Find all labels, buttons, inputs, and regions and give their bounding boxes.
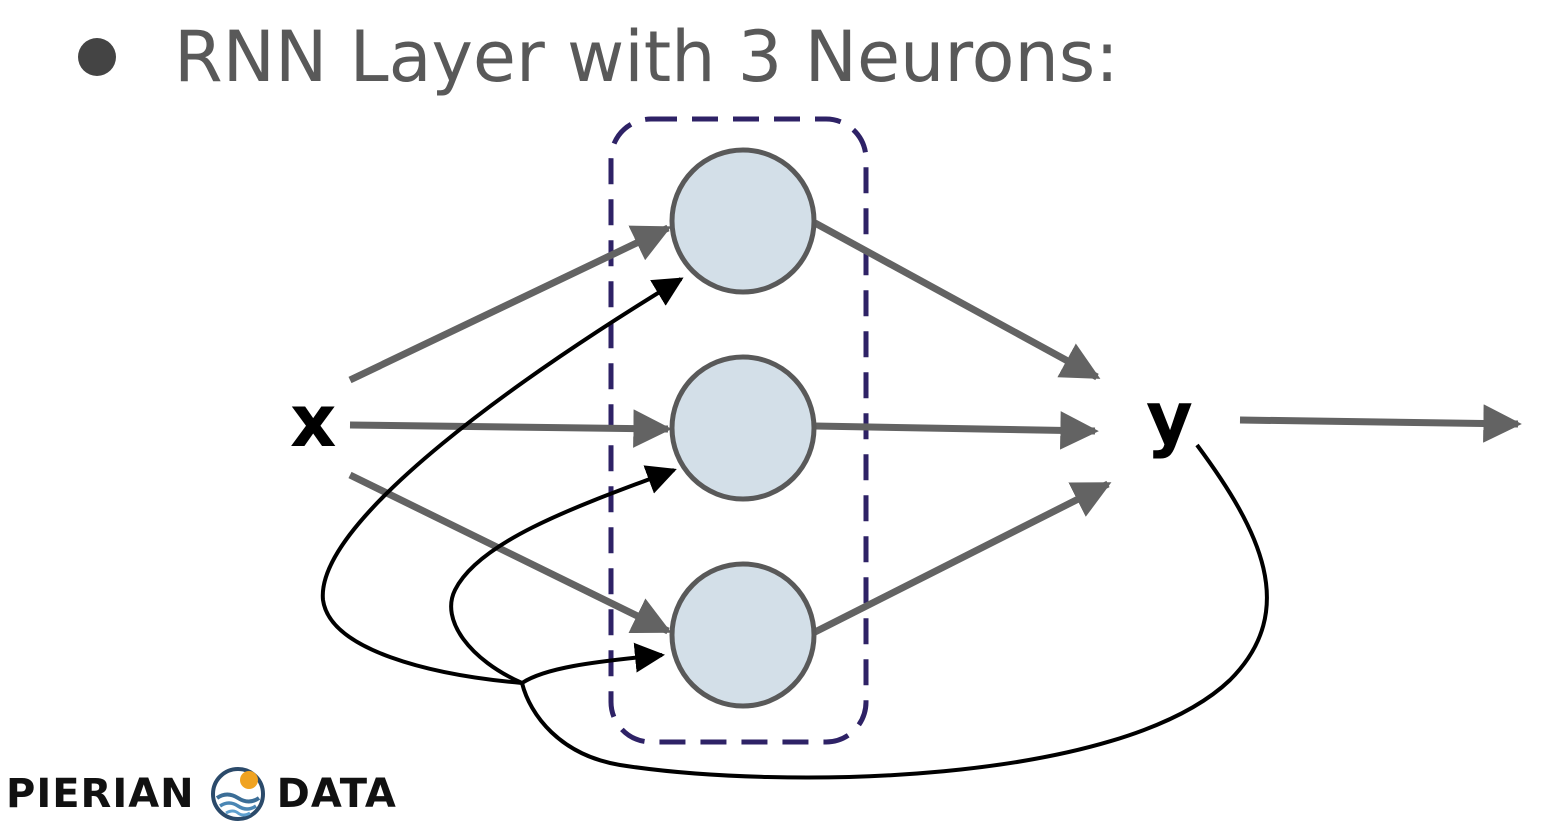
input-to-neuron-1-arrow xyxy=(348,224,672,384)
pierian-data-logo-icon xyxy=(210,767,265,821)
bullet-item: RNN Layer with 3 Neurons: xyxy=(78,12,1119,102)
recurrent-feedback-main-path xyxy=(520,443,1269,780)
logo-left-text: PIERIAN xyxy=(6,771,195,817)
output-forward-arrow xyxy=(1239,404,1522,443)
input-label: x xyxy=(290,379,336,463)
neuron-2 xyxy=(669,354,817,502)
neuron-1-to-output-arrow xyxy=(813,219,1101,381)
recurrent-to-neuron-3-arrow xyxy=(520,642,665,685)
pierian-data-logo: PIERIAN DATA xyxy=(6,764,397,824)
logo-right-text: DATA xyxy=(276,771,397,817)
output-label: y xyxy=(1146,376,1193,460)
input-to-neuron-3-arrow xyxy=(348,471,672,635)
neuron-3-to-output-arrow xyxy=(813,480,1112,636)
neuron-3 xyxy=(669,561,817,709)
neuron-1 xyxy=(669,147,817,295)
recurrent-to-neuron-1-arrow xyxy=(320,277,684,685)
input-to-neuron-2-arrow xyxy=(349,409,672,448)
bullet-dot xyxy=(78,38,116,76)
rnn-layer-box xyxy=(608,116,869,745)
neuron-2-to-output-arrow xyxy=(814,411,1099,450)
recurrent-to-neuron-2-arrow xyxy=(449,465,677,685)
slide-title: RNN Layer with 3 Neurons: xyxy=(174,16,1119,98)
